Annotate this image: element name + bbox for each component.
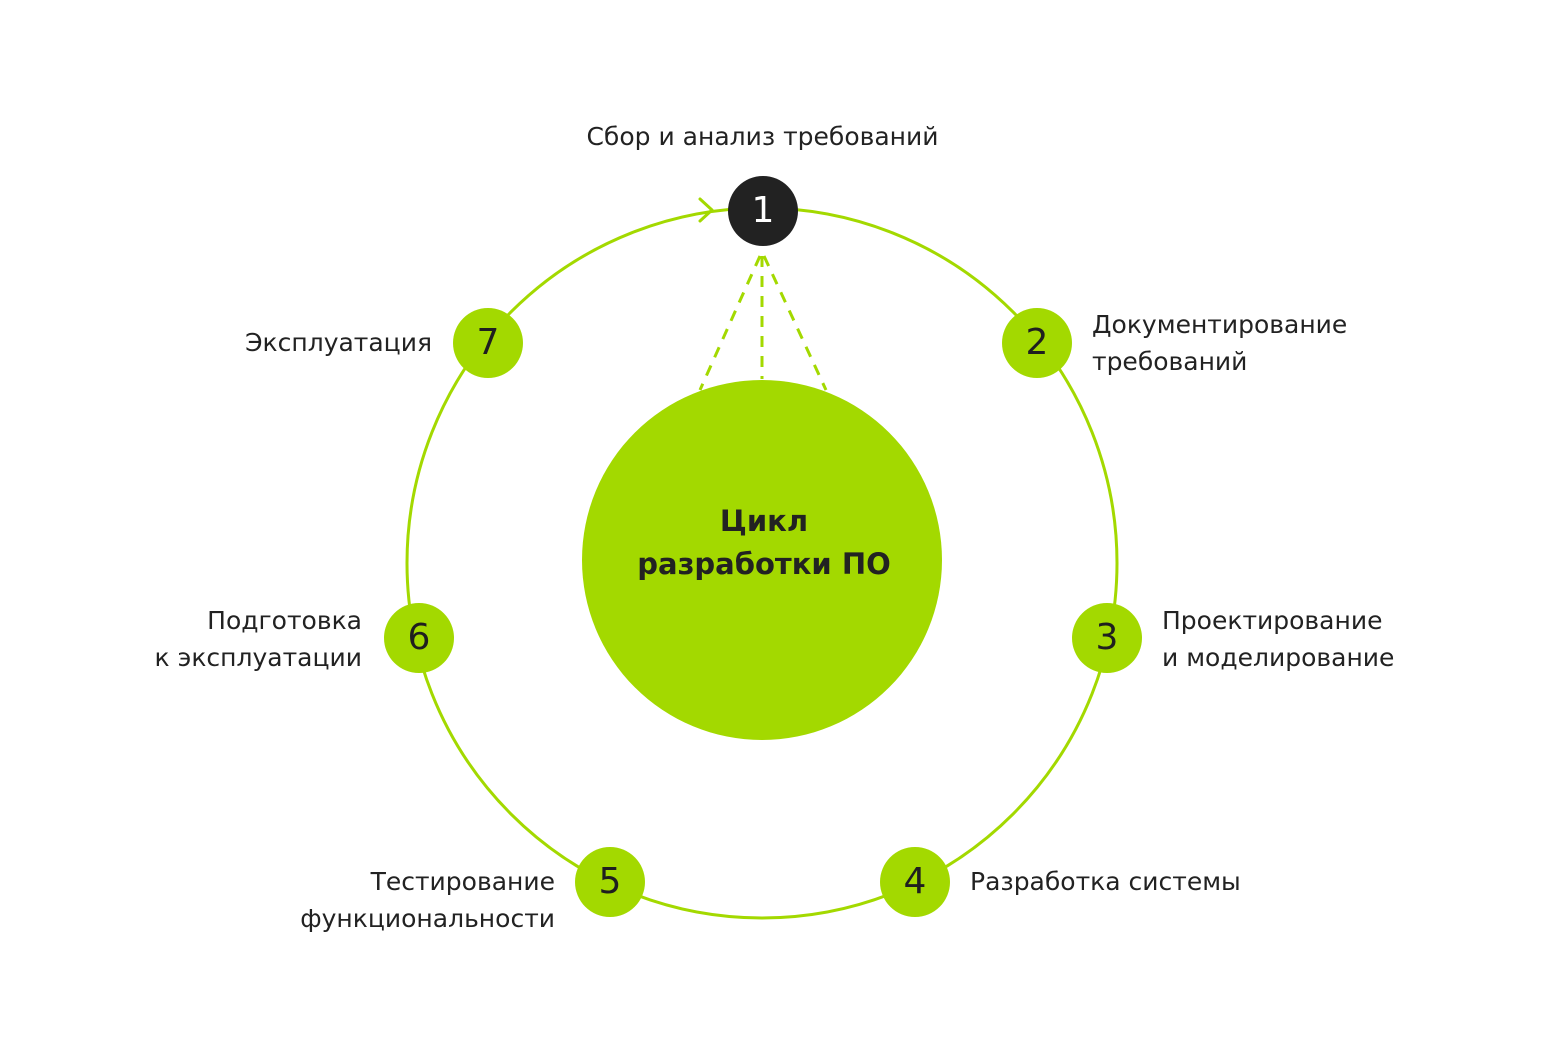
step-1-number: 1 bbox=[751, 190, 775, 231]
step-6-number: 6 bbox=[407, 617, 431, 658]
step-3-label-line2: и моделирование bbox=[1162, 643, 1395, 672]
step-2-number: 2 bbox=[1025, 322, 1049, 363]
center-hub bbox=[582, 380, 942, 740]
step-1-label: Сбор и анализ требований bbox=[540, 118, 985, 155]
step-7-number: 7 bbox=[476, 322, 500, 363]
center-title: Цикл разработки ПО bbox=[584, 500, 944, 586]
step-6-marker bbox=[384, 603, 454, 673]
step-6-label: Подготовка к эксплуатации bbox=[62, 602, 362, 676]
step-3-marker bbox=[1072, 603, 1142, 673]
step-5-marker bbox=[575, 847, 645, 917]
step-2-label-line1: Документирование bbox=[1092, 310, 1348, 339]
step-5-number: 5 bbox=[598, 861, 622, 902]
center-title-line1: Цикл bbox=[719, 504, 809, 538]
step-3-label-line1: Проектирование bbox=[1162, 606, 1383, 635]
step-3-label: Проектирование и моделирование bbox=[1162, 602, 1394, 676]
center-title-line2: разработки ПО bbox=[637, 547, 891, 581]
step-7-label: Эксплуатация bbox=[132, 324, 432, 361]
cycle-arrow-icon bbox=[698, 197, 714, 223]
step-6-label-line2: к эксплуатации bbox=[154, 643, 362, 672]
step-3-number: 3 bbox=[1095, 617, 1119, 658]
step-5-label-line1: Тестирование bbox=[370, 867, 555, 896]
dashed-connector-right bbox=[762, 255, 828, 391]
step-4-label: Разработка системы bbox=[970, 863, 1241, 900]
step-4-number: 4 bbox=[903, 861, 927, 902]
step-2-label: Документирование требований bbox=[1092, 306, 1347, 380]
step-2-label-line2: требований bbox=[1092, 347, 1248, 376]
step-5-label: Тестирование функциональности bbox=[205, 863, 555, 937]
step-1-label-line1: Сбор и анализ требований bbox=[586, 122, 939, 151]
step-5-label-line2: функциональности bbox=[300, 904, 555, 933]
dashed-connectors bbox=[698, 255, 828, 391]
step-7-marker bbox=[453, 308, 523, 378]
step-7-label-line1: Эксплуатация bbox=[245, 328, 432, 357]
step-6-label-line1: Подготовка bbox=[207, 606, 362, 635]
step-1-marker bbox=[728, 176, 798, 246]
step-4-marker bbox=[880, 847, 950, 917]
step-2-marker bbox=[1002, 308, 1072, 378]
step-4-label-line1: Разработка системы bbox=[970, 867, 1241, 896]
dashed-connector-left bbox=[698, 255, 762, 391]
